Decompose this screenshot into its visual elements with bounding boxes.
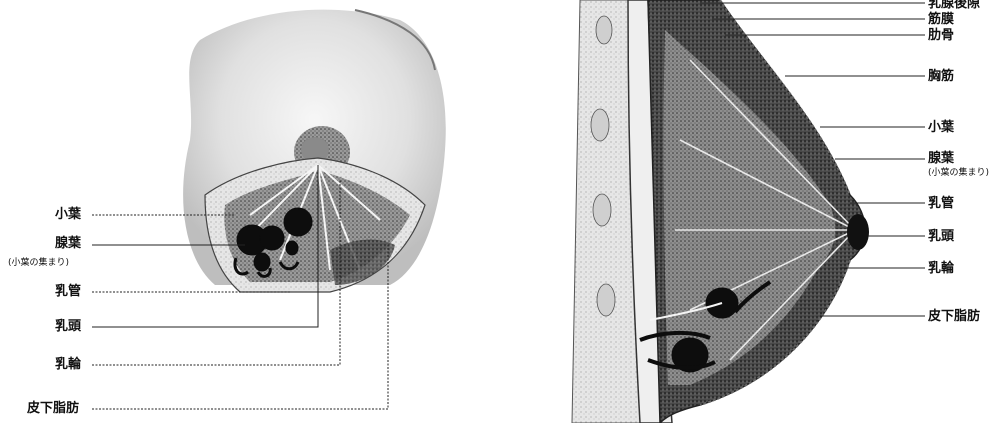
right-label-fat: 皮下脂肪 <box>928 310 980 323</box>
right-label-rib: 肋骨 <box>928 29 954 42</box>
left-breast-figure <box>183 10 446 292</box>
right-label-pectoral: 胸筋 <box>928 70 954 83</box>
left-label-lobe: 腺葉 <box>55 237 81 250</box>
right-label-lobule: 小葉 <box>928 121 954 134</box>
right-label-fascia: 筋膜 <box>928 13 954 26</box>
right-nipple-shape <box>847 214 869 250</box>
left-label-areola: 乳輪 <box>55 358 81 371</box>
right-label-retromammary: 乳腺後隙 <box>928 0 980 10</box>
right-label-lobe: 腺葉 <box>928 152 954 165</box>
left-label-duct: 乳管 <box>55 285 81 298</box>
right-label-areola: 乳輪 <box>928 262 954 275</box>
right-label-duct: 乳管 <box>928 197 954 210</box>
left-label-nipple: 乳頭 <box>55 320 81 333</box>
left-label-lobe-note: (小葉の集まり) <box>8 259 69 268</box>
right-label-nipple: 乳頭 <box>928 230 954 243</box>
right-label-lobe-note: (小葉の集まり) <box>928 169 989 178</box>
left-label-fat: 皮下脂肪 <box>27 402 79 415</box>
left-label-lobule: 小葉 <box>55 208 81 221</box>
right-breast-figure <box>572 0 869 423</box>
